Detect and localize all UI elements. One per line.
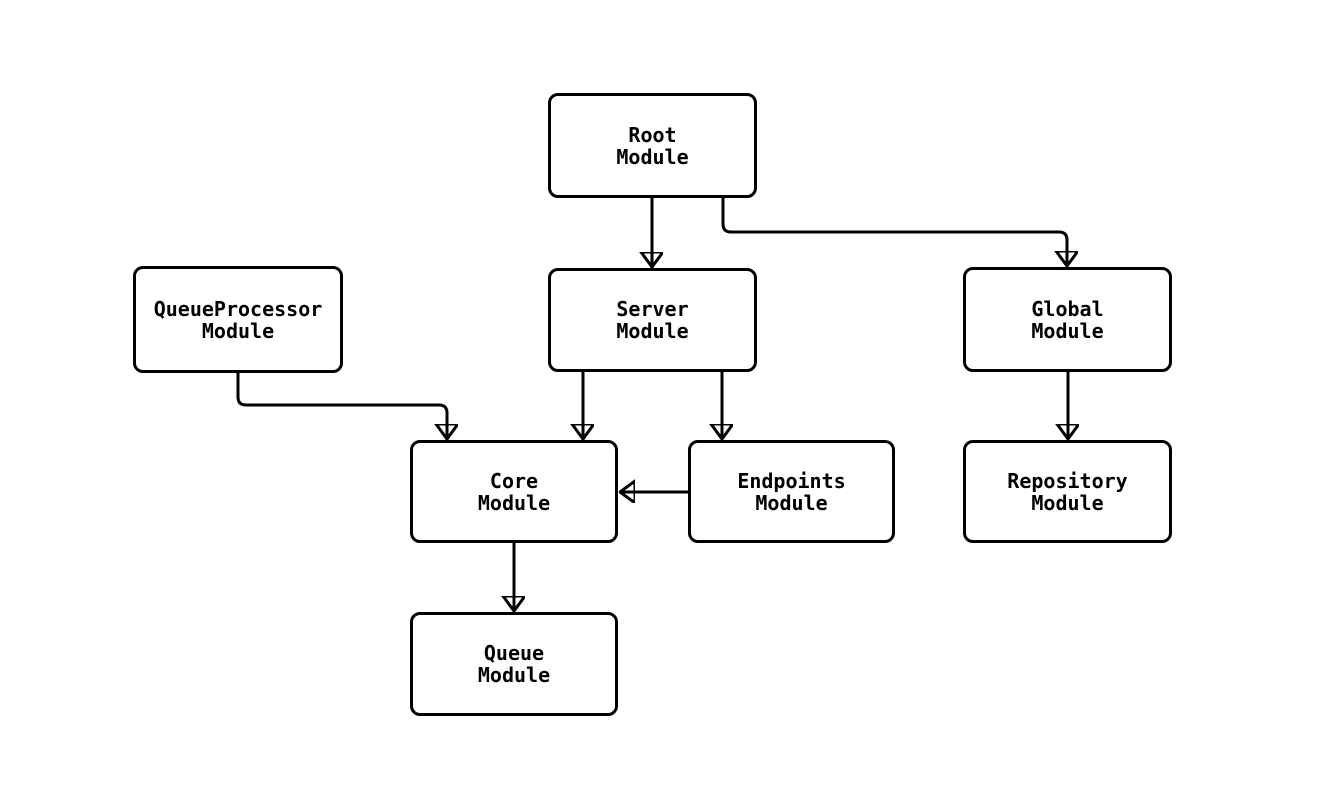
node-endpoints-module: Endpoints Module <box>688 440 895 543</box>
node-queueprocessor-module: QueueProcessor Module <box>133 266 343 373</box>
node-root-module: Root Module <box>548 93 757 198</box>
node-queue-module: Queue Module <box>410 612 618 716</box>
node-core-module: Core Module <box>410 440 618 543</box>
node-repository-module: Repository Module <box>963 440 1172 543</box>
edge-root-to-global <box>721 198 1067 265</box>
node-server-module: Server Module <box>548 268 757 372</box>
node-global-module: Global Module <box>963 267 1172 372</box>
edge-queueprocessor-to-core <box>236 373 447 438</box>
